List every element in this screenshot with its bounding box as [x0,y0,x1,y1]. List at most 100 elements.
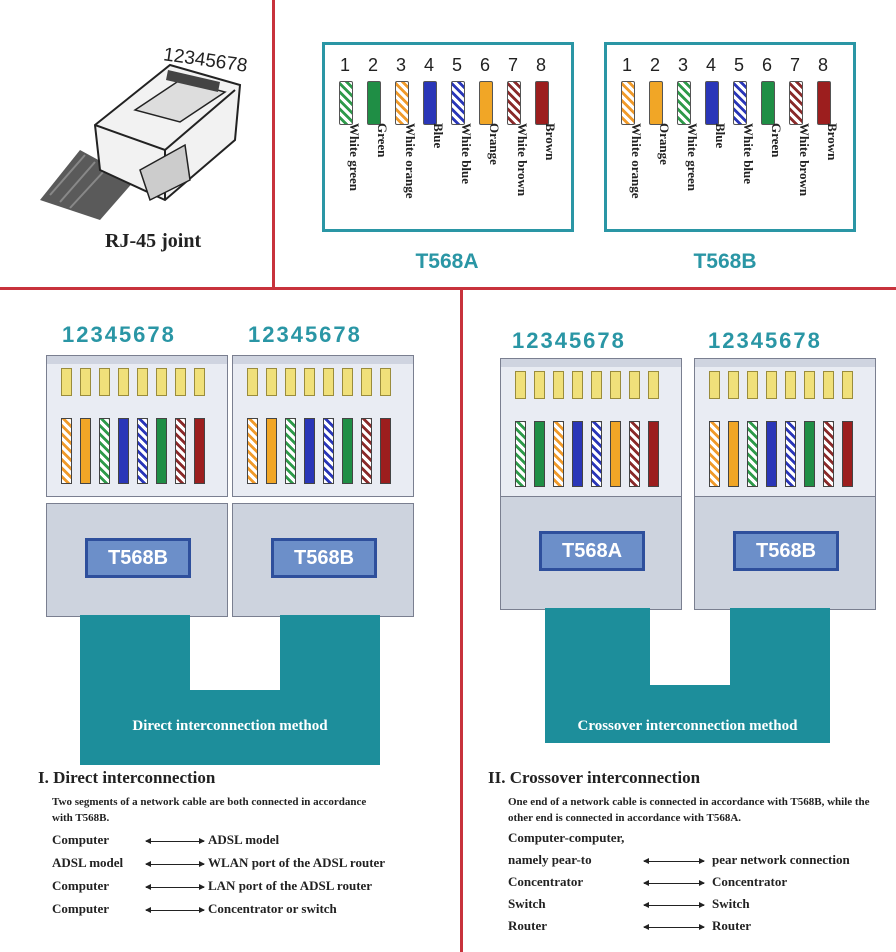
double-arrow-icon [643,924,705,930]
wire-swatch [705,81,719,125]
wire-swatch [451,81,465,125]
wire-name: White orange [629,123,644,199]
crossover-left-pin-numbers: 12345678 [512,328,626,353]
wire-swatch [367,81,381,125]
plug-wire [361,418,372,484]
double-arrow-icon [145,907,205,913]
plug-pin [766,371,777,399]
wire-swatch [479,81,493,125]
plug-wire [323,418,334,484]
plug-wire [285,418,296,484]
plug-wire [137,418,148,484]
pin-number: 1 [621,55,632,75]
pair-left-label: namely pear-to [508,852,592,867]
wire-name: Blue [431,123,446,149]
plug-wire [266,418,277,484]
wire-name: Blue [713,123,728,149]
crossover-right-plug-label: T568B [733,531,839,571]
double-arrow-icon [145,884,205,890]
plug-wire [342,418,353,484]
plug-pin [629,371,640,399]
plug-wire [380,418,391,484]
wire-swatch [621,81,635,125]
crossover-caption: Crossover interconnection method [577,718,798,734]
double-arrow-icon [643,880,705,886]
plug-pin [610,371,621,399]
rj45-illustration [40,30,270,220]
pair-right-label: WLAN port of the ADSL router [208,855,386,870]
pair-left-label: Computer [52,832,110,847]
divider-horizontal [0,287,896,290]
pin-number: 2 [367,55,378,75]
plug-pin [175,368,186,396]
plug-wire [80,418,91,484]
plug-wire [118,418,129,484]
plug-wire [194,418,205,484]
wire-swatch [649,81,663,125]
plug-wire [534,421,545,487]
pair-right-label: Switch [712,896,750,911]
pin-number: 4 [705,55,716,75]
wire-swatch [817,81,831,125]
plug-wire [709,421,720,487]
crossover-description: One end of a network cable is connected … [508,796,870,824]
direct-right-plug-label: T568B [271,538,377,578]
direct-left-pin-numbers: 12345678 [62,322,176,347]
wire-name: Brown [825,123,840,161]
plug-wire [610,421,621,487]
wire-name: White blue [459,123,474,185]
pair-left-label: Concentrator [508,874,584,889]
pair-right-label: Concentrator or switch [208,901,337,916]
pin-number: 5 [733,55,744,75]
plug-wire [766,421,777,487]
plug-pin [99,368,110,396]
crossover-left-plug [500,358,682,500]
wire-swatch [677,81,691,125]
plug-wire [823,421,834,487]
plug-pin [553,371,564,399]
wire-swatch [733,81,747,125]
plug-pin [266,368,277,396]
plug-wire [553,421,564,487]
plug-pin [380,368,391,396]
plug-pin [785,371,796,399]
double-arrow-icon [643,858,705,864]
plug-pin [709,371,720,399]
crossover-right-plug-base: T568B [694,496,876,610]
crossover-cable-bottom [545,685,830,743]
plug-pin [323,368,334,396]
crossover-section-title: II. Crossover interconnection [488,768,701,787]
plug-pin [804,371,815,399]
wire-name: Green [769,123,784,158]
wire-name: Orange [657,123,672,165]
wire-name: White brown [515,123,530,197]
pin-number: 7 [507,55,518,75]
plug-pin [80,368,91,396]
plug-wire [842,421,853,487]
pin-number: 6 [479,55,490,75]
direct-description: Two segments of a network cable are both… [52,796,367,824]
rj45-label: RJ-45 joint [105,230,202,252]
wire-swatch [789,81,803,125]
plug-wire [728,421,739,487]
pin-number: 4 [423,55,434,75]
pair-left-label: Computer [52,901,110,916]
direct-left-plug-label: T568B [85,538,191,578]
plug-pin [842,371,853,399]
pin-number: 3 [395,55,406,75]
plug-pin [361,368,372,396]
plug-wire [61,418,72,484]
crossover-left-plug-label: T568A [539,531,645,571]
wire-name: White blue [741,123,756,185]
plug-wire [515,421,526,487]
direct-section-title: I. Direct interconnection [38,768,216,787]
wire-name: White green [685,123,700,191]
wire-name: White brown [797,123,812,197]
t568a-title: T568A [415,250,479,273]
pin-number: 2 [649,55,660,75]
wire-name: Orange [487,123,502,165]
wire-swatch [423,81,437,125]
pin-number: 3 [677,55,688,75]
plug-wire [785,421,796,487]
pin-number: 6 [761,55,772,75]
